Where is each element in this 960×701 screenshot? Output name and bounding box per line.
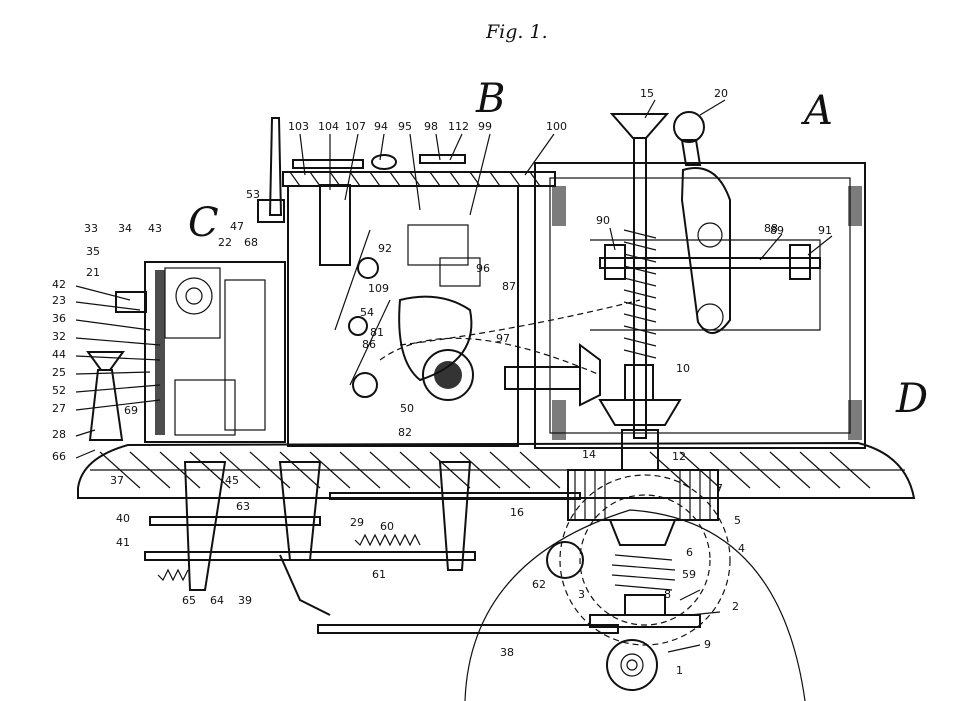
part-number: 10	[676, 362, 690, 375]
section-label-d: D	[895, 376, 928, 422]
part-number: 103	[288, 120, 309, 133]
part-number: 94	[374, 120, 388, 133]
part-number: 27	[52, 402, 66, 415]
part-number: 44	[52, 348, 66, 361]
part-number: 47	[230, 220, 244, 233]
part-number: 68	[244, 236, 258, 249]
part-number: 100	[546, 120, 567, 133]
gear-stack	[546, 429, 731, 691]
section-label-c: C	[188, 200, 219, 246]
part-number: 5	[734, 514, 741, 527]
part-number: 90	[596, 214, 610, 227]
part-number: 95	[398, 120, 412, 133]
part-number: 20	[714, 87, 728, 100]
part-number: 37	[110, 474, 124, 487]
figure-caption: Fig. 1.	[485, 21, 548, 43]
part-number: 1	[676, 664, 683, 677]
housing-b	[282, 171, 556, 447]
part-number: 7	[716, 482, 723, 495]
part-number: 99	[478, 120, 492, 133]
part-number: 53	[246, 188, 260, 201]
part-number: 96	[476, 262, 490, 275]
section-letters: A B C D	[188, 76, 928, 422]
part-number: 59	[682, 568, 696, 581]
part-number: 50	[400, 402, 414, 415]
part-number: 2	[732, 600, 739, 613]
part-number: 32	[52, 330, 66, 343]
part-number: 28	[52, 428, 66, 441]
part-number: 39	[238, 594, 252, 607]
part-number: 21	[86, 266, 100, 279]
part-number: 60	[380, 520, 394, 533]
part-number: 29	[350, 516, 364, 529]
section-label-b: B	[475, 76, 505, 122]
part-number: 86	[362, 338, 376, 351]
part-number: 92	[378, 242, 392, 255]
part-number: 64	[210, 594, 224, 607]
part-number: 34	[118, 222, 132, 235]
part-number: 40	[116, 512, 130, 525]
part-number: 43	[148, 222, 162, 235]
part-number: 4	[738, 542, 745, 555]
part-number: 97	[496, 332, 510, 345]
part-number: 8	[664, 588, 671, 601]
part-number: 23	[52, 294, 66, 307]
part-number: 69	[124, 404, 138, 417]
part-number: 65	[182, 594, 196, 607]
part-number: 61	[372, 568, 386, 581]
part-number: 54	[360, 306, 374, 319]
part-number: 45	[225, 474, 239, 487]
part-number: 82	[398, 426, 412, 439]
housing-a	[534, 162, 866, 449]
part-number: 88	[764, 222, 778, 235]
part-number: 98	[424, 120, 438, 133]
part-number: 62	[532, 578, 546, 591]
part-number: 63	[236, 500, 250, 513]
part-number: 22	[218, 236, 232, 249]
part-number: 81	[370, 326, 384, 339]
part-numbers: 103 104 107 94 95 98 112 99 100 15 20 53…	[52, 87, 832, 677]
legs-and-linkages	[144, 461, 619, 634]
part-number: 104	[318, 120, 339, 133]
part-number: 87	[502, 280, 516, 293]
leader-lines	[75, 99, 833, 653]
part-number: 41	[116, 536, 130, 549]
base-plate	[77, 441, 916, 499]
section-label-a: A	[800, 88, 833, 134]
part-number: 42	[52, 278, 66, 291]
part-number: 9	[704, 638, 711, 651]
hand-lever-103	[257, 117, 466, 398]
part-number: 12	[672, 450, 686, 463]
part-number: 52	[52, 384, 66, 397]
part-number: 14	[582, 448, 596, 461]
drive-shaft	[379, 299, 682, 426]
part-number: 38	[500, 646, 514, 659]
part-number: 35	[86, 245, 100, 258]
gearbox-c	[115, 261, 286, 443]
part-number: 107	[345, 120, 366, 133]
part-number: 25	[52, 366, 66, 379]
part-number: 109	[368, 282, 389, 295]
part-number: 6	[686, 546, 693, 559]
lever-88	[673, 111, 731, 334]
shaft-89	[599, 244, 821, 280]
part-number: 91	[818, 224, 832, 237]
part-number: 112	[448, 120, 469, 133]
funnel-52	[86, 351, 125, 441]
part-number: 36	[52, 312, 66, 325]
part-number: 15	[640, 87, 654, 100]
part-number: 3	[578, 588, 585, 601]
part-number: 33	[84, 222, 98, 235]
part-number: 89	[770, 224, 784, 237]
flywheel-rim	[464, 509, 806, 701]
part-number: 66	[52, 450, 66, 463]
part-number: 16	[510, 506, 524, 519]
